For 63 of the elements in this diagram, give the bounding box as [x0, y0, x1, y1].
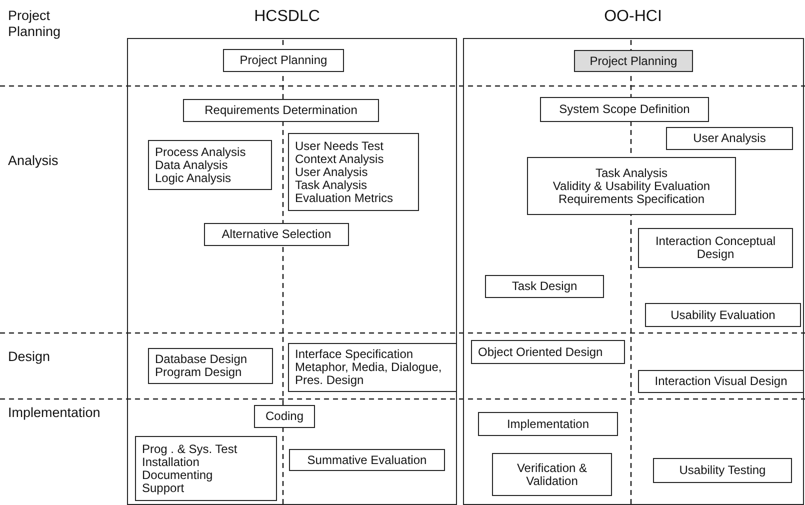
activity-label: Task Analysis: [594, 166, 669, 180]
phase-label: Analysis: [8, 153, 60, 169]
activity-label: Usability Evaluation: [670, 308, 776, 322]
activity-box: [478, 412, 618, 436]
phase-label: Design: [8, 349, 52, 365]
activity-label: System Scope Definition: [558, 103, 691, 116]
activity-label: Prog . & Sys. Test: [142, 442, 238, 456]
activity-box: [485, 275, 604, 298]
activity-label: User Analysis: [692, 132, 767, 145]
activity-label: Task Analysis: [295, 178, 368, 192]
activity-label: Program Design: [155, 366, 242, 379]
phase-label: Implementation: [8, 405, 102, 421]
activity-label: Interaction Conceptual Design: [654, 235, 777, 261]
activity-label: Installation: [142, 456, 200, 468]
activity-box: [492, 453, 612, 496]
activity-box: [653, 458, 792, 483]
activity-box: [288, 343, 457, 392]
activity-label: Verification & Validation: [516, 462, 588, 488]
activity-box: [288, 133, 419, 211]
activity-label: Documenting: [142, 468, 214, 482]
activity-label: Coding: [264, 410, 305, 423]
activity-box: [666, 127, 793, 150]
activity-label: Requirements Determination: [204, 104, 358, 117]
activity-label: Context Analysis: [295, 152, 385, 166]
activity-box: [223, 49, 344, 72]
activity-box: [527, 157, 736, 215]
activity-label: Interaction Visual Design: [654, 375, 788, 388]
activity-label: Usability Testing: [678, 464, 767, 477]
activity-label: User Analysis: [295, 166, 368, 178]
activity-box: [254, 405, 315, 428]
activity-box: [183, 99, 379, 122]
activity-label: Logic Analysis: [155, 172, 232, 184]
activity-label: User Needs Test: [295, 140, 384, 152]
activity-label: Project Planning: [238, 54, 328, 67]
column-heading: OO-HCI: [604, 8, 662, 26]
activity-label: Validity & Usability Evaluation: [552, 180, 712, 192]
activity-box: [135, 436, 277, 501]
activity-label: Project Planning: [588, 54, 678, 68]
activity-label: Alternative Selection: [220, 228, 332, 241]
activity-label: Interface Specification: [295, 348, 414, 361]
activity-label: Evaluation Metrics: [295, 192, 394, 204]
activity-label: Summative Evaluation: [306, 454, 428, 466]
phase-label: Project Planning: [8, 8, 62, 40]
activity-label: Metaphor, Media, Dialogue, Pres. Design: [295, 361, 443, 387]
activity-box: [204, 223, 349, 246]
activity-label: Database Design: [155, 353, 248, 366]
activity-box: [540, 97, 709, 122]
activity-box: [638, 370, 804, 393]
activity-label: Object Oriented Design: [478, 346, 604, 358]
activity-box: [148, 140, 272, 190]
activity-label: Support: [142, 482, 184, 494]
activity-label: Task Design: [510, 280, 578, 293]
activity-box: [148, 348, 273, 384]
activity-label: Data Analysis: [155, 158, 228, 172]
activity-label: Implementation: [506, 418, 590, 430]
column-heading: HCSDLC: [254, 8, 320, 26]
activity-box: [638, 228, 793, 268]
activity-label: Process Analysis: [155, 146, 247, 158]
activity-box: [471, 340, 625, 364]
activity-box: [574, 50, 693, 72]
activity-box: [289, 449, 445, 471]
activity-box: [645, 303, 801, 327]
activity-label: Requirements Specification: [558, 192, 706, 206]
